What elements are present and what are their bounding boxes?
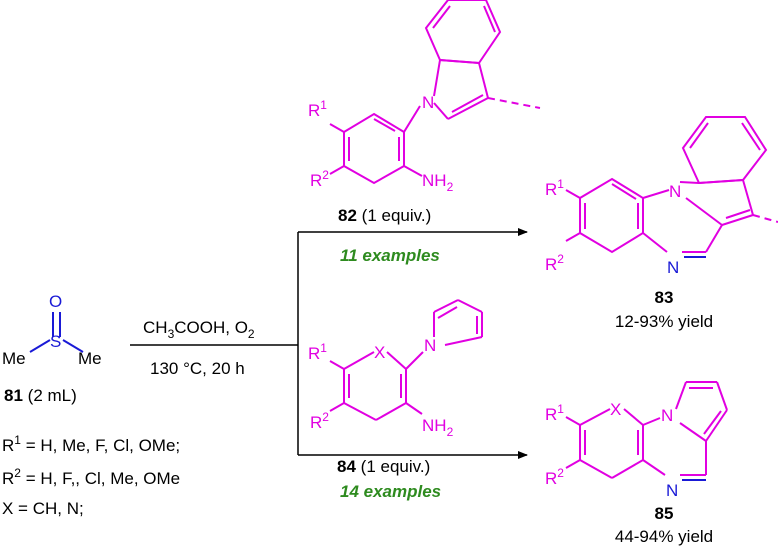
compound-84-examples: 14 examples — [340, 482, 441, 501]
compound-83-r2: R2 — [545, 252, 564, 274]
compound-82-structure — [329, 0, 541, 185]
x-definition: X = CH, N; — [2, 499, 84, 518]
compound-85-n-top: N — [661, 406, 673, 425]
compound-85-r1: R1 — [545, 402, 564, 424]
compound-82-r2: R2 — [310, 168, 329, 190]
compound-82-examples: 11 examples — [340, 246, 440, 265]
r2-definition: R2 = H, F,, Cl, Me, OMe — [2, 466, 180, 488]
compound-83-n-bottom: N — [667, 258, 679, 277]
compound-83-n-top: N — [669, 182, 681, 201]
compound-84-label: 84 (1 equiv.) — [337, 457, 430, 476]
dmso-sulfur: S — [50, 332, 61, 351]
compound-82-indole-n: N — [422, 93, 434, 112]
compound-83-structure — [565, 116, 778, 258]
compound-83-yield: 12-93% yield — [615, 312, 713, 331]
compound-84-pyrrole-n: N — [424, 336, 436, 355]
dmso-methyl-right: Me — [78, 349, 102, 368]
compound-85-r2: R2 — [545, 466, 564, 488]
condition-temperature-time: 130 °C, 20 h — [150, 359, 245, 378]
dmso-structure: O S Me Me — [2, 292, 102, 368]
dmso-bonds — [29, 312, 84, 353]
compound-85-x: X — [610, 400, 621, 419]
dmso-oxygen: O — [49, 292, 62, 311]
compound-82-nh2: NH2 — [422, 171, 454, 194]
compound-84-nh2: NH2 — [422, 416, 454, 439]
compound-82-label: 82 (1 equiv.) — [338, 206, 431, 225]
compound-84-x: X — [374, 343, 385, 362]
r1-definition: R1 = H, Me, F, Cl, OMe; — [2, 433, 180, 455]
compound-85-number: 85 — [655, 504, 674, 523]
condition-reagents: CH3COOH, O2 — [143, 318, 255, 341]
compound-84-structure — [329, 299, 483, 421]
compound-84-r1: R1 — [308, 341, 327, 363]
reaction-arrows — [130, 228, 528, 459]
compound-85-n-bottom: N — [666, 481, 678, 500]
compound-85-structure — [565, 381, 728, 481]
compound-83-number: 83 — [655, 288, 674, 307]
dmso-methyl-left: Me — [2, 349, 26, 368]
compound-83-r1: R1 — [545, 177, 564, 199]
compound-85-yield: 44-94% yield — [615, 527, 713, 546]
compound-84-r2: R2 — [310, 410, 329, 432]
compound-81-label: 81 (2 mL) — [4, 386, 77, 405]
compound-82-r1: R1 — [308, 98, 327, 120]
